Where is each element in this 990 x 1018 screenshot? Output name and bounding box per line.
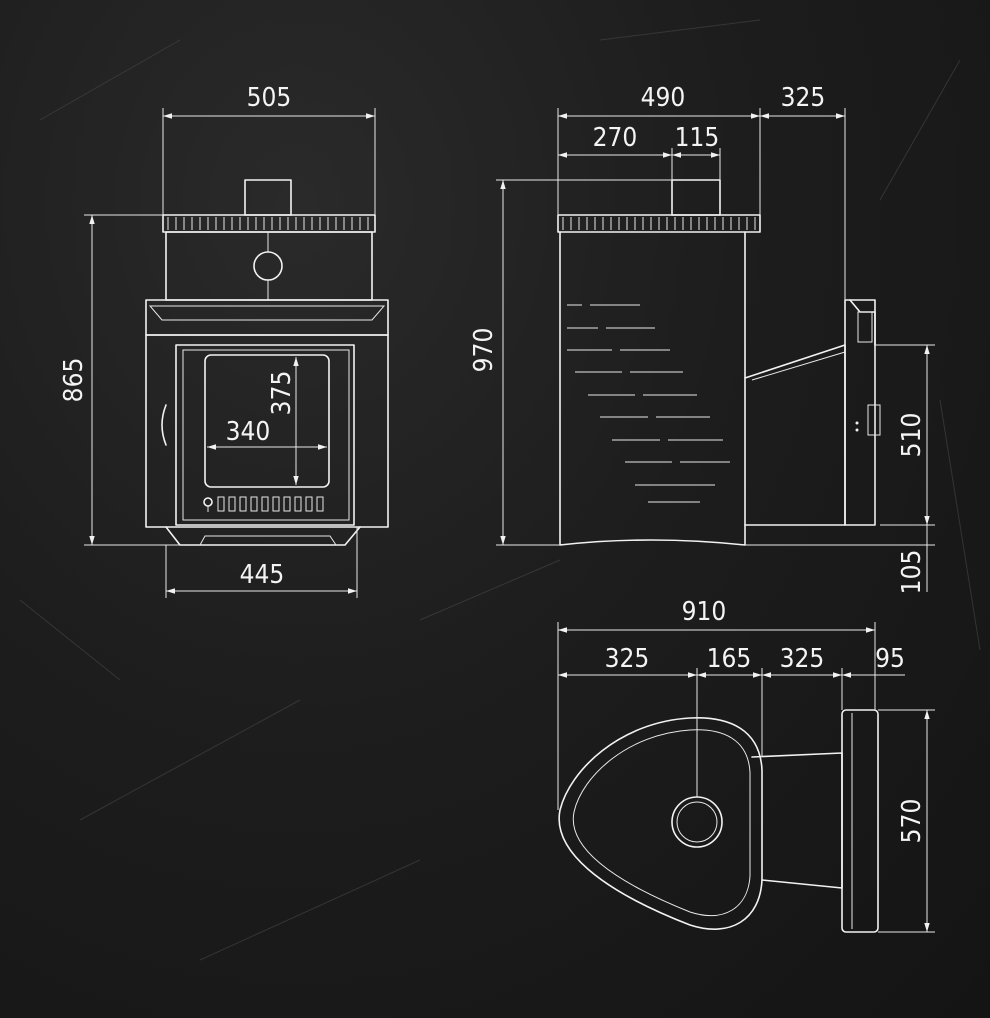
side-view: 490 325 270 115 970 510 105 <box>469 83 935 594</box>
top-view: 910 325 165 325 95 570 <box>557 597 935 933</box>
dim-tunnel-height: 510 <box>897 413 927 458</box>
dim-side-tunnel: 325 <box>781 83 826 113</box>
dim-door-height: 375 <box>267 371 297 416</box>
dim-side-depth: 490 <box>641 83 686 113</box>
dim-front-height: 865 <box>59 358 89 403</box>
dim-top-seg-4: 95 <box>875 644 905 674</box>
dim-front-base: 445 <box>240 560 285 590</box>
dim-top-seg-1: 325 <box>605 644 650 674</box>
dim-side-height: 970 <box>469 328 499 373</box>
dim-top-seg-2: 165 <box>707 644 752 674</box>
chalkboard-scratches <box>19 19 981 961</box>
dim-side-270: 270 <box>593 123 638 153</box>
dim-top-seg-3: 325 <box>780 644 825 674</box>
dim-side-115: 115 <box>675 123 720 153</box>
dim-top-total: 910 <box>682 597 727 627</box>
dim-door-width: 340 <box>226 417 271 447</box>
dim-front-width: 505 <box>247 83 292 113</box>
dim-tunnel-bottom: 105 <box>897 550 927 595</box>
dim-top-width: 570 <box>897 799 927 844</box>
front-view: 505 865 445 340 375 <box>59 83 389 598</box>
